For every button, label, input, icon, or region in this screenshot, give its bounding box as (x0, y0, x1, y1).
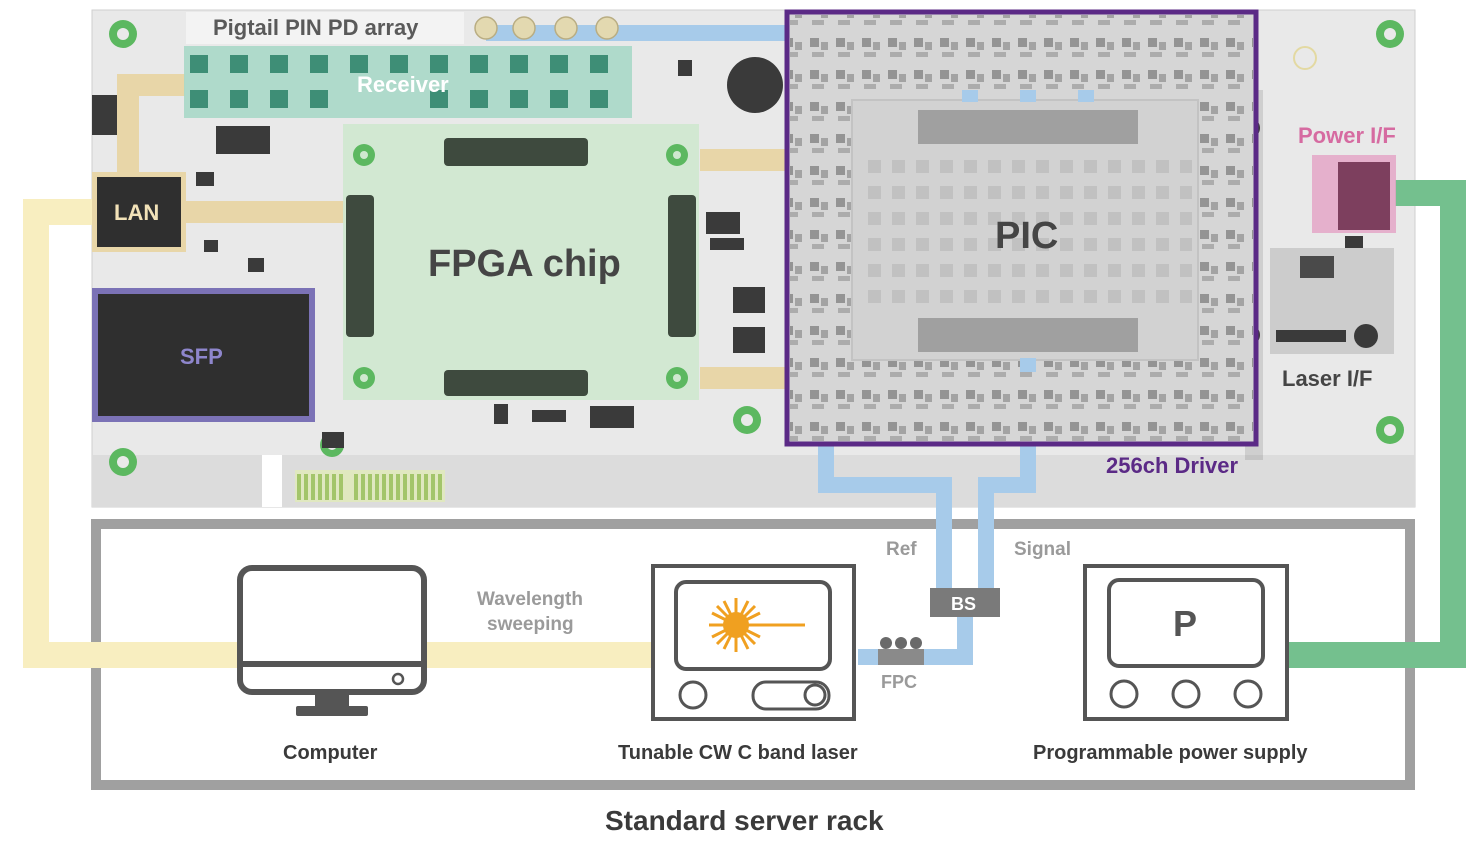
sfp-cage (92, 288, 315, 422)
driver-label: 256ch Driver (1106, 453, 1239, 478)
sfp-label: SFP (180, 344, 223, 369)
beam-splitter (930, 588, 1000, 617)
fpc-label: FPC (881, 672, 917, 692)
power-supply-icon (1083, 564, 1289, 721)
wavelength-label-line1: Wavelength (477, 589, 583, 610)
ref-label: Ref (886, 539, 917, 560)
power-if-label: Power I/F (1298, 123, 1396, 148)
power-symbol: P (1173, 603, 1197, 644)
receiver-label: Receiver (357, 72, 449, 97)
fiber-overlay (936, 505, 994, 535)
wavelength-label-line2: sweeping (487, 614, 574, 635)
driver-border (784, 9, 1259, 447)
receiver-block (184, 46, 632, 118)
signal-label: Signal (1014, 539, 1071, 560)
pd-connectors (474, 16, 619, 40)
rack-label: Standard server rack (605, 805, 884, 836)
logo-mark (1293, 46, 1317, 70)
lan-port (92, 172, 186, 252)
power-cable (1287, 180, 1466, 668)
laser-if-label: Laser I/F (1282, 366, 1372, 391)
lan-label: LAN (114, 200, 159, 225)
pd-array-label: Pigtail PIN PD array (213, 15, 419, 40)
pic-chip (851, 99, 1199, 361)
laser-interface (1270, 248, 1394, 354)
lan-trace (117, 74, 785, 389)
computer-icon (237, 565, 427, 716)
power-supply-label: Programmable power supply (1033, 742, 1308, 764)
laser-label: Tunable CW C band laser (618, 742, 858, 764)
fpga-chip (343, 124, 699, 400)
pd-array-label-bg (186, 12, 464, 44)
pic-label: PIC (995, 215, 1058, 257)
bs-label: BS (951, 594, 976, 614)
computer-label: Computer (283, 742, 378, 764)
fpc-device (878, 637, 924, 665)
fpga-label: FPGA chip (428, 243, 621, 285)
laser-sun-icon (709, 598, 805, 652)
pic-fiber-entries (962, 90, 1094, 372)
